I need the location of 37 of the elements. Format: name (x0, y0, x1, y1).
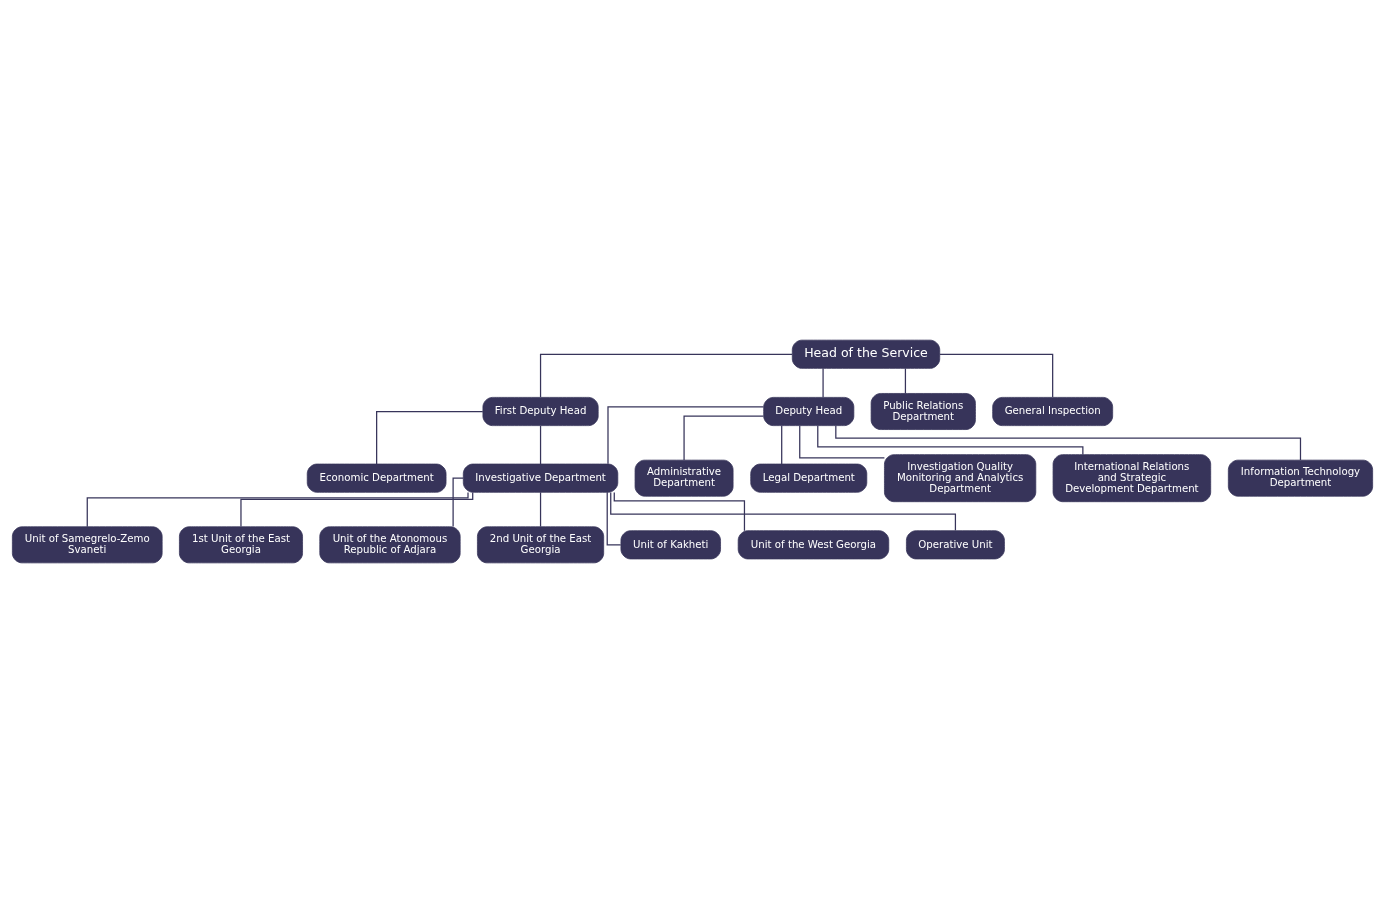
connector (376, 410, 484, 465)
connector (613, 491, 746, 531)
node-box: Information Technology Department (1227, 459, 1374, 497)
node-box: Unit of the Atonomous Republic of Adjara (319, 525, 461, 563)
connector (240, 491, 474, 527)
node-box: International Relations and Strategic Development Department (1052, 453, 1212, 502)
connector (606, 491, 622, 545)
node-box: 2nd Unit of the East Georgia (477, 525, 605, 563)
connector (683, 415, 765, 461)
node-box: Investigative Department (462, 463, 619, 493)
node-box: Legal Department (750, 463, 868, 493)
connector (86, 491, 469, 527)
connector (539, 424, 542, 465)
connector (904, 367, 907, 394)
connector (781, 424, 783, 465)
node-box: Head of the Service (791, 339, 941, 369)
node-box: Deputy Head (763, 396, 855, 426)
node-box: Economic Department (306, 463, 447, 493)
node-box: 1st Unit of the East Georgia (179, 525, 303, 563)
node-box: Unit of the West Georgia (737, 529, 890, 559)
connector (607, 405, 765, 464)
connector (799, 424, 886, 458)
node-box: General Inspection (992, 396, 1114, 426)
connector (822, 367, 824, 398)
node-box: Operative Unit (906, 529, 1005, 559)
connector (539, 491, 542, 527)
connector (817, 424, 1084, 455)
connector (939, 353, 1054, 398)
node-box: Public Relations Department (870, 392, 976, 430)
node-box: Investigation Quality Monitoring and Analytics Department (884, 453, 1037, 502)
node-box: Administrative Department (634, 459, 734, 497)
node-box: Unit of Samegrelo-Zemo Svaneti (11, 525, 163, 563)
node-box: First Deputy Head (482, 396, 599, 426)
connector (452, 477, 464, 527)
node-box: Unit of Kakheti (620, 529, 721, 559)
connector (835, 424, 1302, 461)
connector (539, 353, 793, 398)
